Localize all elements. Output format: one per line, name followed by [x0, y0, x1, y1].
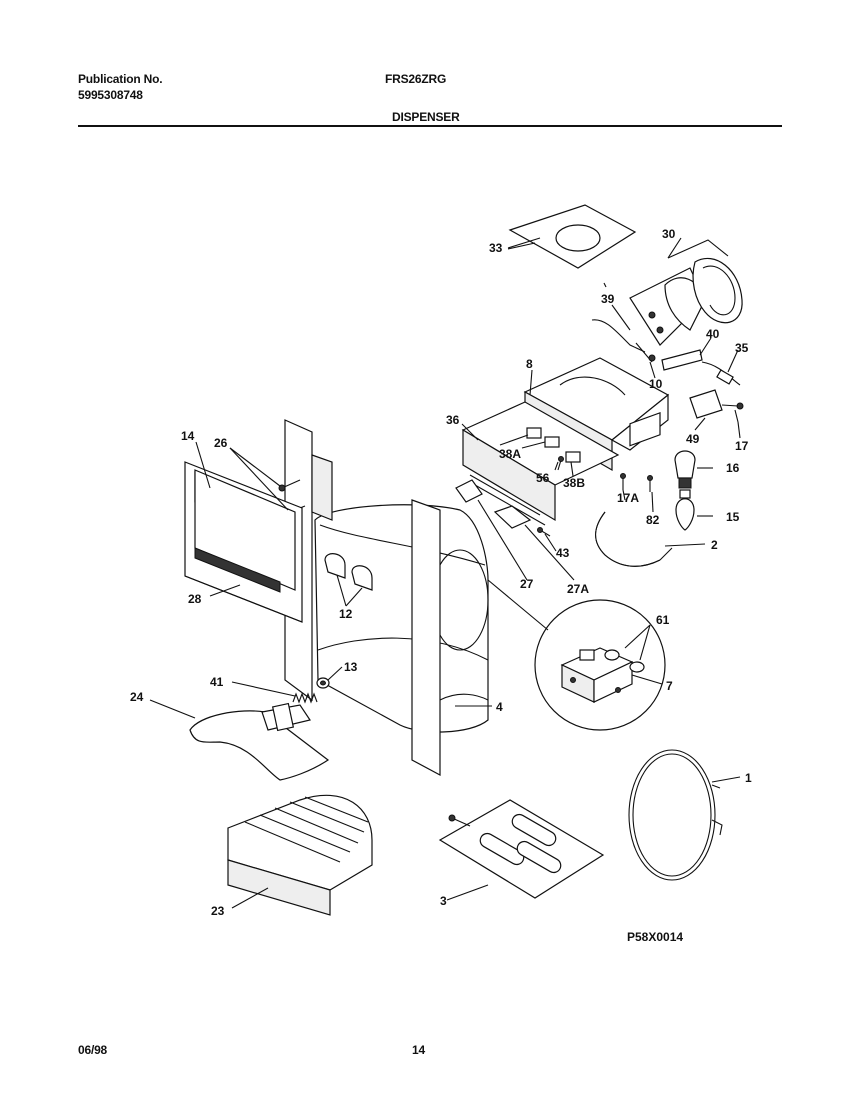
callout-8: 8	[526, 357, 533, 371]
part-35-harness	[701, 361, 741, 386]
callout-41: 41	[210, 675, 224, 689]
part-56-screw	[557, 456, 564, 471]
part-49-relay	[689, 389, 744, 419]
header-rule	[78, 125, 782, 127]
part-43-screw	[537, 527, 551, 537]
part-15-bulb	[675, 489, 695, 531]
part-10-screw	[635, 342, 656, 363]
part-39-wire	[591, 282, 646, 353]
part-38B-switch	[565, 451, 581, 463]
callout-43: 43	[556, 546, 570, 560]
callout-30: 30	[662, 227, 676, 241]
footer-date: 06/98	[78, 1043, 108, 1057]
callout-39: 39	[601, 292, 615, 306]
part-28-frame	[184, 547, 303, 623]
part-27A-clip	[493, 505, 532, 529]
part-30-chute-door	[629, 239, 743, 346]
section-title: DISPENSER	[392, 110, 460, 124]
part-41-spring	[292, 692, 318, 704]
callout-13: 13	[344, 660, 358, 674]
callout-38A: 38A	[499, 447, 521, 461]
callout-4: 4	[496, 700, 503, 714]
callout-56: 56	[536, 471, 550, 485]
callout-17: 17	[735, 439, 749, 453]
callout-38B: 38B	[563, 476, 585, 490]
callout-2: 2	[711, 538, 718, 552]
callout-61: 61	[656, 613, 670, 627]
callout-17A: 17A	[617, 491, 639, 505]
callout-labels: 33 30 39 40 35 10 8 36 38A 56 38B 49 17 …	[130, 227, 752, 918]
callout-12: 12	[339, 607, 353, 621]
page-number: 14	[412, 1043, 425, 1057]
part-16-socket	[674, 450, 696, 489]
part-1-gasket	[628, 749, 723, 881]
part-82-screw	[647, 475, 653, 492]
model-number: FRS26ZRG	[385, 72, 447, 86]
part-17A-screw	[620, 473, 626, 490]
part-17-screw	[734, 409, 739, 423]
part-12-brackets	[324, 553, 373, 591]
part-2-harness	[595, 511, 673, 567]
part-24-actuator	[189, 702, 330, 781]
callout-24: 24	[130, 690, 144, 704]
callout-35: 35	[735, 341, 749, 355]
part-13-bushing	[316, 677, 330, 689]
callout-27A: 27A	[567, 582, 589, 596]
publication-number: 5995308748	[78, 88, 143, 102]
callout-27: 27	[520, 577, 534, 591]
callout-14: 14	[181, 429, 195, 443]
callout-1: 1	[745, 771, 752, 785]
callout-26: 26	[214, 436, 228, 450]
callout-10: 10	[649, 377, 663, 391]
callout-40: 40	[706, 327, 720, 341]
part-33-plate	[507, 204, 637, 269]
callout-3: 3	[440, 894, 447, 908]
part-23-drip-tray	[227, 794, 373, 916]
callout-82: 82	[646, 513, 660, 527]
part-3-heater	[438, 799, 605, 899]
leader-lines	[149, 237, 741, 909]
callout-33: 33	[489, 241, 503, 255]
callout-23: 23	[211, 904, 225, 918]
callout-49: 49	[686, 432, 700, 446]
callout-36: 36	[446, 413, 460, 427]
callout-16: 16	[726, 461, 740, 475]
callout-15: 15	[726, 510, 740, 524]
inset-switch-detail	[487, 579, 666, 731]
part-40-pin	[661, 349, 703, 371]
publication-label: Publication No.	[78, 72, 163, 86]
part-27-clip	[455, 479, 483, 503]
part-4-liner	[314, 504, 489, 733]
callout-7: 7	[666, 679, 673, 693]
diagram-code: P58X0014	[627, 930, 683, 944]
callout-28: 28	[188, 592, 202, 606]
